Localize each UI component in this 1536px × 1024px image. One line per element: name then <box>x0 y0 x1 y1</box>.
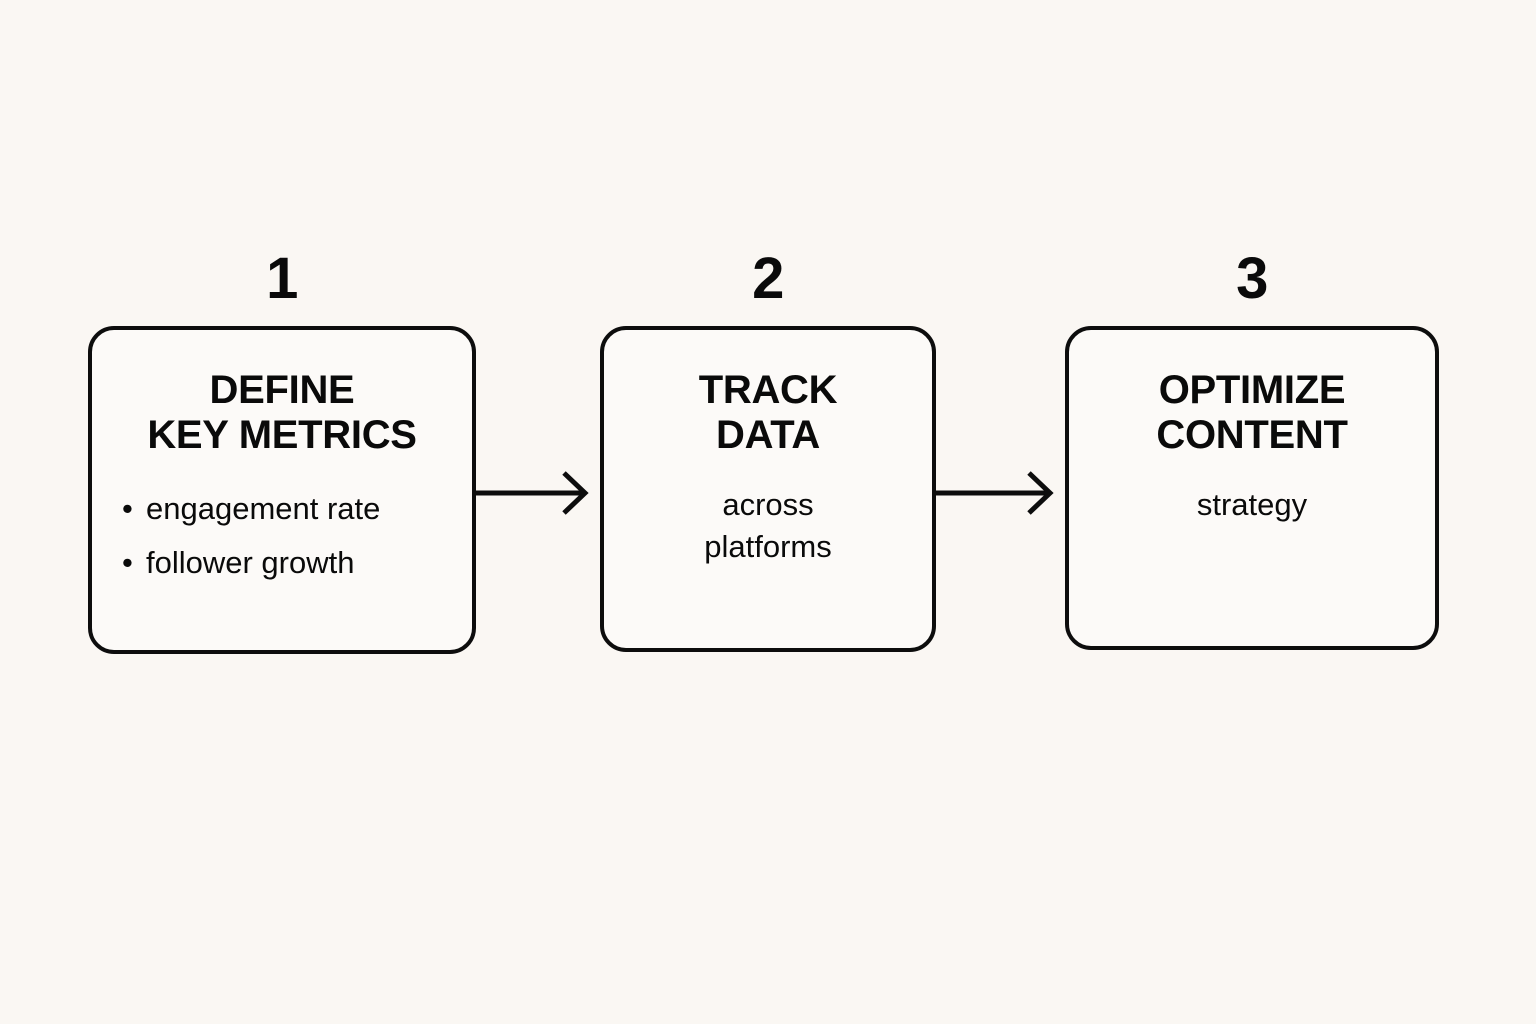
bullet-label: engagement rate <box>146 490 381 526</box>
flow-step-1: 1 DEFINE KEY METRICS • engagement rate •… <box>88 250 476 654</box>
step-detail-2: across platforms <box>704 486 832 565</box>
step-box-2[interactable]: TRACK DATA across platforms <box>600 326 936 652</box>
step-title-3: OPTIMIZE CONTENT <box>1156 368 1348 457</box>
flow-step-2: 2 TRACK DATA across platforms <box>600 250 936 652</box>
step-bullet-list-1: • engagement rate • follower growth <box>92 482 472 591</box>
step-box-1[interactable]: DEFINE KEY METRICS • engagement rate • f… <box>88 326 476 654</box>
bullet-label: follower growth <box>146 544 355 580</box>
bullet-icon: • <box>122 544 133 580</box>
step-title-2: TRACK DATA <box>698 368 838 457</box>
step-number-3: 3 <box>1236 246 1268 311</box>
step-number-1: 1 <box>266 246 298 311</box>
arrow-step2-to-step3-icon <box>933 470 1069 516</box>
arrow-step1-to-step2-icon <box>472 470 604 516</box>
flow-step-3: 3 OPTIMIZE CONTENT strategy <box>1065 250 1439 650</box>
list-item: • follower growth <box>122 536 472 590</box>
step-detail-3: strategy <box>1196 486 1308 522</box>
step-box-3[interactable]: OPTIMIZE CONTENT strategy <box>1065 326 1439 650</box>
list-item: • engagement rate <box>122 482 472 536</box>
step-number-2: 2 <box>752 246 784 311</box>
bullet-icon: • <box>122 490 133 526</box>
step-title-1: DEFINE KEY METRICS <box>147 368 417 457</box>
